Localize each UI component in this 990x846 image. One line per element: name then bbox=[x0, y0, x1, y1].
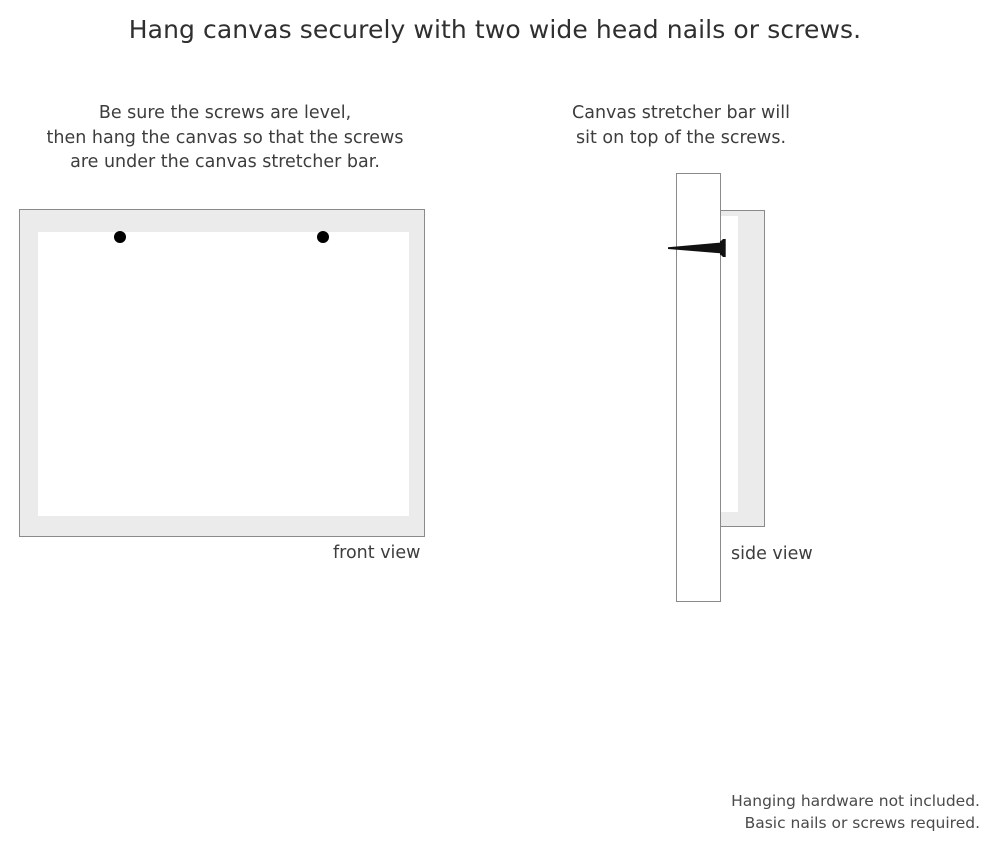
side-view-caption: Canvas stretcher bar will sit on top of … bbox=[548, 101, 814, 150]
wide-head-nail-icon bbox=[668, 239, 726, 257]
side-view-label: side view bbox=[731, 544, 813, 564]
front-view-caption-line-1: Be sure the screws are level, bbox=[98, 103, 352, 123]
nail-shaft bbox=[668, 242, 720, 254]
footer-note: Hanging hardware not included. Basic nai… bbox=[620, 790, 980, 834]
footer-line-2: Basic nails or screws required. bbox=[744, 814, 980, 832]
side-view-diagram bbox=[668, 173, 816, 603]
side-view-caption-line-2: sit on top of the screws. bbox=[575, 127, 787, 148]
page-title: Hang canvas securely with two wide head … bbox=[128, 15, 862, 44]
canvas-face-side bbox=[721, 216, 738, 512]
screw-dot-left-icon bbox=[114, 231, 126, 243]
side-view-caption-line-1: Canvas stretcher bar will bbox=[572, 103, 790, 123]
front-view-caption: Be sure the screws are level, then hang … bbox=[10, 101, 440, 175]
front-view-label: front view bbox=[333, 543, 421, 563]
front-view-caption-line-2: then hang the canvas so that the screws bbox=[46, 127, 404, 148]
footer-line-1: Hanging hardware not included. bbox=[731, 792, 980, 810]
front-view-caption-line-3: are under the canvas stretcher bar. bbox=[70, 152, 380, 172]
canvas-face-front bbox=[38, 232, 409, 516]
front-view-diagram bbox=[19, 209, 425, 537]
screw-dot-right-icon bbox=[317, 231, 329, 243]
nail-head-face bbox=[722, 239, 726, 257]
